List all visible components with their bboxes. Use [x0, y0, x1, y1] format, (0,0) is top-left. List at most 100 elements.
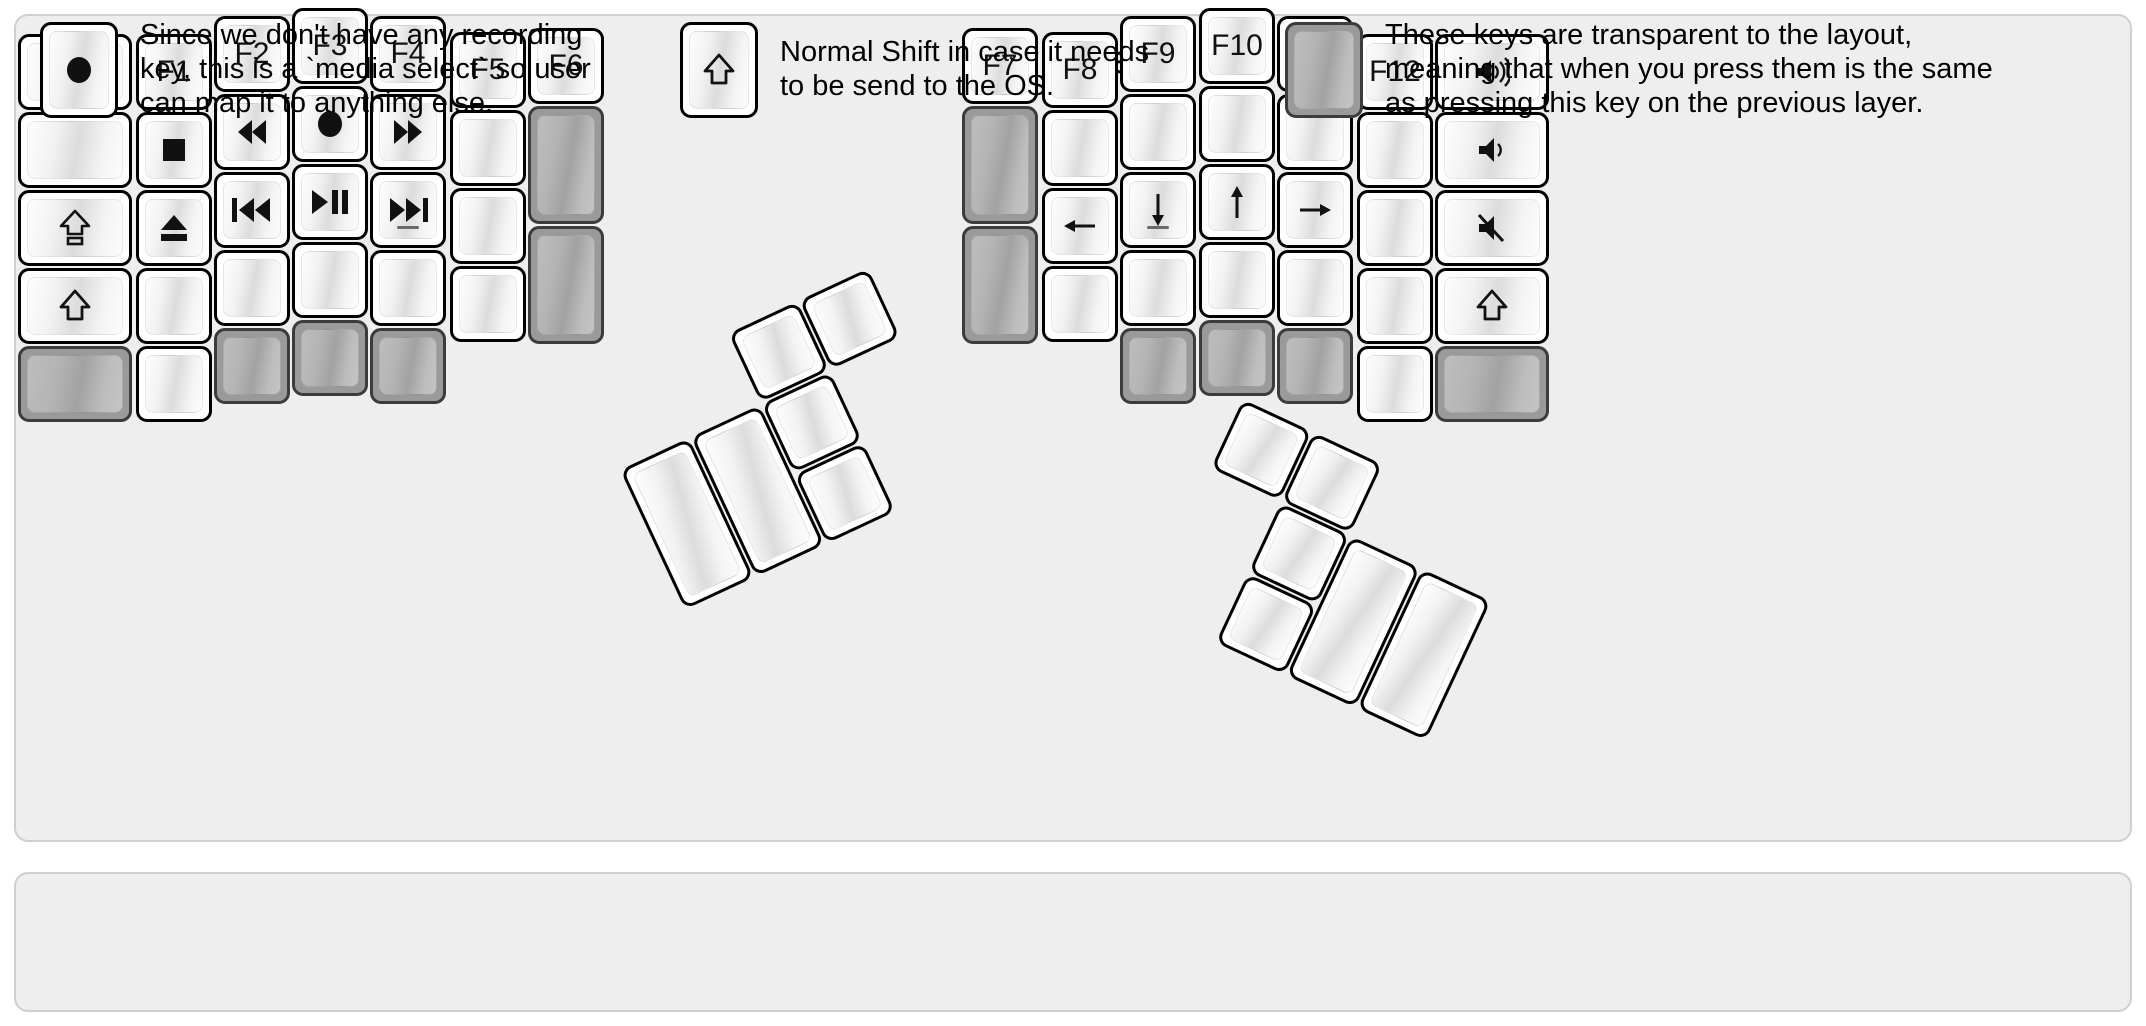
- keycap-face: F10: [1208, 17, 1266, 75]
- right-index-key-1[interactable]: [1120, 94, 1196, 170]
- right-index-key-0[interactable]: F9: [1120, 16, 1196, 92]
- keycap-face: [459, 119, 517, 177]
- left-ring-key-1[interactable]: [214, 94, 290, 170]
- right-index-inner-key-0[interactable]: F8: [1042, 32, 1118, 108]
- record-icon: [63, 54, 95, 86]
- keycap-face: F5: [459, 41, 517, 99]
- keycap-face: [223, 181, 281, 239]
- right-index-key-2[interactable]: [1120, 172, 1196, 248]
- keycap-face: [1444, 199, 1540, 257]
- keycap-face: [1051, 197, 1109, 255]
- keycap-face: [971, 115, 1029, 215]
- left-pinky-outer-key-1[interactable]: [18, 112, 132, 188]
- homing-bar: [1147, 226, 1169, 229]
- right-middle-key-0[interactable]: F10: [1199, 8, 1275, 84]
- left-middle-key-4[interactable]: [292, 320, 368, 396]
- left-pinky-outer-key-2[interactable]: [18, 190, 132, 266]
- left-ring-key-4[interactable]: [214, 328, 290, 404]
- left-middle-key-3[interactable]: [292, 242, 368, 318]
- right-pinky-outer-key-3[interactable]: [1435, 268, 1549, 344]
- left-pinky-key-1[interactable]: [136, 112, 212, 188]
- left-ring-key-2[interactable]: [214, 172, 290, 248]
- key-label: F5: [470, 53, 506, 86]
- arrow-left-icon: [1063, 213, 1097, 239]
- left-pinky-outer-key-4[interactable]: [18, 346, 132, 422]
- right-pinky-key-2[interactable]: [1357, 190, 1433, 266]
- key-label: F6: [548, 49, 584, 82]
- left-index-inner-key-2[interactable]: [450, 188, 526, 264]
- left-index-key-3[interactable]: [370, 250, 446, 326]
- right-pinky-key-1[interactable]: [1357, 112, 1433, 188]
- left-pinky-outer-key-3[interactable]: [18, 268, 132, 344]
- left-middle-key-1[interactable]: [292, 86, 368, 162]
- keycap-face: [145, 199, 203, 257]
- arrow-right-icon: [1298, 197, 1332, 223]
- right-ring-key-4[interactable]: [1277, 328, 1353, 404]
- keycap-face: [145, 355, 203, 413]
- keycap-face: [1051, 275, 1109, 333]
- keycap-face: [301, 329, 359, 387]
- key-label: F2: [234, 37, 270, 70]
- keycap-face: F1: [145, 43, 203, 101]
- left-inner-extra-key-1[interactable]: [528, 106, 604, 224]
- left-index-key-0[interactable]: F4: [370, 16, 446, 92]
- right-pinky-outer-key-2[interactable]: [1435, 190, 1549, 266]
- left-pinky-key-3[interactable]: [136, 268, 212, 344]
- right-inner-extra-key-2[interactable]: [962, 226, 1038, 344]
- legend-item-3: These keys are transparent to the layout…: [1285, 0, 1993, 140]
- right-inner-extra-key-0[interactable]: F7: [962, 28, 1038, 104]
- right-pinky-outer-key-0[interactable]: [1435, 34, 1549, 110]
- keycap-face: [1227, 585, 1305, 663]
- arrow-up-icon: [1224, 185, 1250, 219]
- left-index-inner-key-1[interactable]: [450, 110, 526, 186]
- right-index-key-4[interactable]: [1120, 328, 1196, 404]
- keycap-face: [537, 115, 595, 215]
- left-middle-key-0[interactable]: F3: [292, 8, 368, 84]
- left-index-key-2[interactable]: [370, 172, 446, 248]
- right-inner-extra-key-1[interactable]: [962, 106, 1038, 224]
- right-middle-key-3[interactable]: [1199, 242, 1275, 318]
- left-pinky-key-4[interactable]: [136, 346, 212, 422]
- left-pinky-key-0[interactable]: F1: [136, 34, 212, 110]
- keycap-face: [223, 103, 281, 161]
- right-pinky-key-4[interactable]: [1357, 346, 1433, 422]
- right-index-inner-key-3[interactable]: [1042, 266, 1118, 342]
- rewind-icon: [234, 118, 270, 146]
- record-icon: [314, 108, 346, 140]
- legend-panel: [14, 872, 2132, 1012]
- keycap-face: [1286, 181, 1344, 239]
- keycap-face: [301, 173, 359, 231]
- left-ring-key-3[interactable]: [214, 250, 290, 326]
- left-index-key-1[interactable]: [370, 94, 446, 170]
- right-pinky-outer-key-1[interactable]: [1435, 112, 1549, 188]
- right-middle-key-4[interactable]: [1199, 320, 1275, 396]
- left-pinky-key-2[interactable]: [136, 190, 212, 266]
- right-pinky-key-0[interactable]: F12: [1357, 34, 1433, 110]
- right-index-inner-key-2[interactable]: [1042, 188, 1118, 264]
- left-inner-extra-key-2[interactable]: [528, 226, 604, 344]
- legend-item-2: Normal Shift in case it needs to be send…: [680, 0, 1149, 140]
- right-index-key-3[interactable]: [1120, 250, 1196, 326]
- keycap-face: [1208, 95, 1266, 153]
- left-index-inner-key-3[interactable]: [450, 266, 526, 342]
- right-pinky-key-3[interactable]: [1357, 268, 1433, 344]
- keycap-face: [1286, 259, 1344, 317]
- keycap-face: [1444, 121, 1540, 179]
- left-inner-extra-key-0[interactable]: F6: [528, 28, 604, 104]
- left-middle-key-2[interactable]: [292, 164, 368, 240]
- legend-text-2: Normal Shift in case it needs to be send…: [780, 36, 1150, 102]
- right-ring-key-3[interactable]: [1277, 250, 1353, 326]
- right-middle-key-1[interactable]: [1199, 86, 1275, 162]
- caps-lock-icon: [58, 209, 92, 247]
- right-middle-key-2[interactable]: [1199, 164, 1275, 240]
- keycap-face: [379, 181, 437, 239]
- keycap-face: [145, 277, 203, 335]
- right-ring-key-2[interactable]: [1277, 172, 1353, 248]
- legend-text-1: Since we don't have any recording key, t…: [140, 19, 591, 119]
- right-pinky-outer-key-4[interactable]: [1435, 346, 1549, 422]
- left-ring-key-0[interactable]: F2: [214, 16, 290, 92]
- left-index-key-4[interactable]: [370, 328, 446, 404]
- left-index-inner-key-0[interactable]: F5: [450, 32, 526, 108]
- keycap-face: [1129, 259, 1187, 317]
- right-index-inner-key-1[interactable]: [1042, 110, 1118, 186]
